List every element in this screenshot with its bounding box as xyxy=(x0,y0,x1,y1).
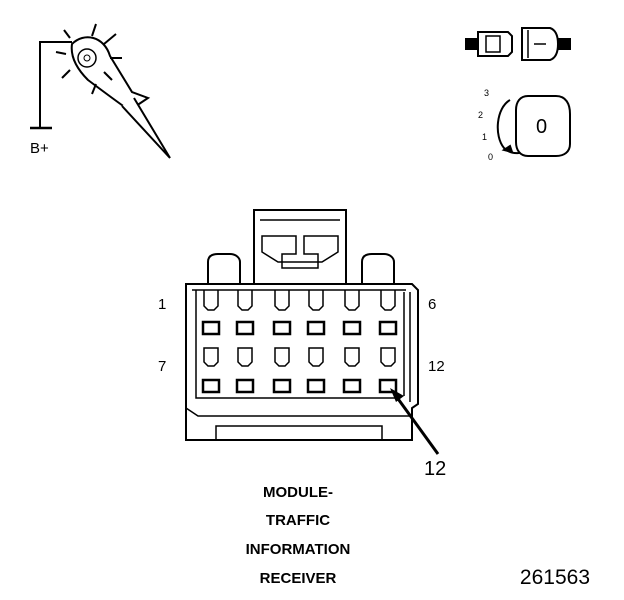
pin-label-12: 12 xyxy=(428,358,445,375)
title-line-3: INFORMATION xyxy=(245,541,351,558)
key-glyph: 0 xyxy=(536,116,548,138)
pin-label-7: 7 xyxy=(158,358,167,375)
pin-label-1: 1 xyxy=(158,296,167,313)
terminal-row-1 xyxy=(201,290,398,336)
b-plus-label: B+ xyxy=(30,140,49,157)
test-light-icon xyxy=(30,23,171,159)
key-position-1: 1 xyxy=(482,132,488,142)
title-line-1: MODULE- xyxy=(263,484,333,501)
pin-label-6: 6 xyxy=(428,296,437,313)
connector-disconnect-icon xyxy=(465,27,571,61)
ignition-key-icon xyxy=(496,95,571,157)
key-position-2: 2 xyxy=(478,110,484,120)
callout-label-12: 12 xyxy=(424,458,447,480)
terminal-row-2 xyxy=(201,347,398,394)
figure-number: 261563 xyxy=(519,566,590,589)
title-line-2: TRAFFIC xyxy=(265,512,331,529)
key-position-3: 3 xyxy=(484,88,490,98)
title-line-4: RECEIVER xyxy=(259,570,337,587)
connector-face xyxy=(185,209,419,441)
pin-12-callout-arrow xyxy=(390,388,440,455)
connector-lock-tab xyxy=(253,209,347,285)
key-position-0: 0 xyxy=(488,152,494,162)
